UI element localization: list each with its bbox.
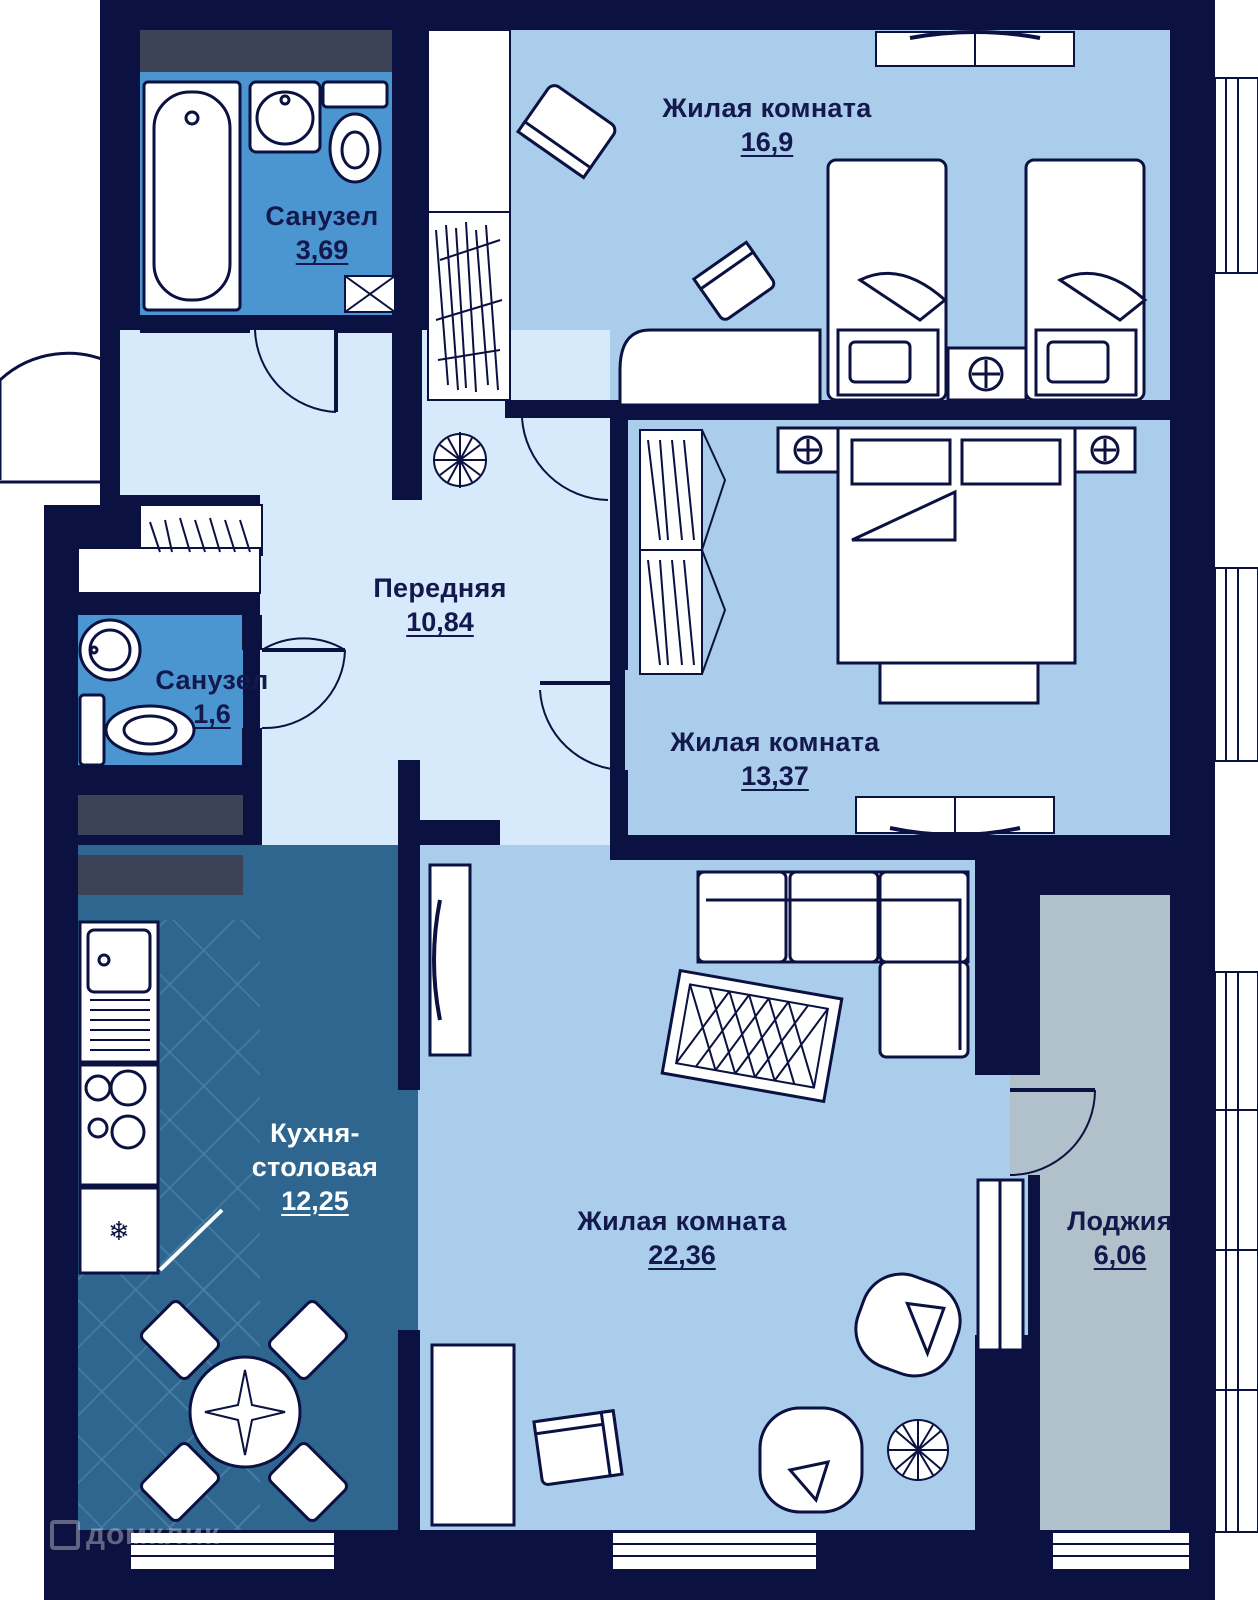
label-loggia: Лоджия 6,06 [1067, 1205, 1173, 1273]
shaft-cross [344, 275, 396, 313]
desk-chair [691, 240, 776, 321]
room-area-bath-small: 1,6 [193, 698, 231, 729]
kitchen-stove [78, 1063, 160, 1187]
armchair-round-1 [854, 1272, 962, 1378]
doors [0, 329, 1096, 1176]
rug [660, 968, 844, 1104]
window-top-wardrobe [875, 30, 1075, 67]
floor-loggia [1040, 895, 1170, 1530]
nightstand-right [1073, 426, 1137, 474]
room-area-kitchen: 12,25 [281, 1185, 349, 1216]
room-name-hall: Передняя [373, 573, 507, 603]
double-bed [836, 426, 1077, 705]
watermark: домклик [50, 1518, 220, 1552]
kitchen-sink [78, 920, 160, 1064]
balcony-door-frame [976, 1178, 1025, 1352]
room-area-living-big: 22,36 [648, 1239, 716, 1270]
room-name-living-big: Жилая комната [577, 1206, 787, 1236]
tv-cabinet [428, 863, 472, 1057]
washbasin [248, 80, 322, 154]
wardrobe-living [430, 1343, 516, 1527]
room-area-loggia: 6,06 [1093, 1239, 1147, 1270]
room-name-bath-small: Санузел [155, 665, 269, 695]
toilet-small [78, 693, 196, 767]
window-mid-wardrobe [855, 796, 1055, 837]
room-area-living-top: 16,9 [740, 126, 794, 157]
room-area-bath-big: 3,69 [295, 234, 349, 265]
room-name-bath-big: Санузел [265, 201, 379, 231]
plant-hall [433, 432, 487, 488]
kitchen-niche-1 [78, 795, 243, 835]
toilet [321, 80, 389, 184]
dining-table [188, 1355, 302, 1469]
bath-ventilation-niche [140, 30, 392, 72]
watermark-text: домклик [86, 1518, 221, 1551]
label-living-top: Жилая комната 16,9 [662, 92, 871, 160]
room-name-living-top: Жилая комната [662, 93, 872, 123]
desk [618, 328, 822, 407]
armchair-round-2 [758, 1406, 864, 1514]
label-living-big: Жилая комната 22,36 [577, 1205, 786, 1273]
svg-text:❄: ❄ [108, 1217, 130, 1247]
room-name-kitchen-2: столовая [251, 1151, 379, 1182]
room-name-loggia: Лоджия [1067, 1206, 1173, 1236]
washbasin-small [78, 618, 142, 682]
room-area-hall: 10,84 [406, 606, 474, 637]
armchair-bottom-left [532, 1409, 624, 1486]
plant-living [887, 1419, 949, 1481]
room-name-kitchen-1: Кухня- [270, 1118, 360, 1148]
label-living-mid: Жилая комната 13,37 [670, 726, 879, 794]
wardrobe-hall-left [77, 504, 263, 594]
wardrobe-hall-top [427, 29, 511, 401]
windows [129, 77, 1258, 1571]
corner-sofa [696, 870, 970, 1059]
label-hall: Передняя 10,84 [373, 572, 506, 640]
armchair-top-left [515, 84, 617, 180]
kitchen-niche-2 [78, 855, 243, 895]
interior-walls [78, 30, 1170, 1530]
dining-chairs [139, 1299, 349, 1523]
bathtub [142, 80, 242, 312]
nightstand-lamp [946, 346, 1028, 402]
bed-single-right [1024, 158, 1148, 402]
nightstand-left [776, 426, 840, 474]
fridge: ❄ [78, 1186, 224, 1275]
domclick-logo-icon [50, 1520, 80, 1550]
label-bath-big: Санузел 3,69 [265, 200, 378, 268]
room-area-living-mid: 13,37 [741, 760, 809, 791]
bed-single-left [826, 158, 948, 402]
floor-hall-2 [260, 495, 610, 845]
label-bath-small: Санузел 1,6 [155, 664, 268, 732]
label-kitchen: Кухня- столовая 12,25 [252, 1117, 378, 1218]
wardrobe-bedroom [639, 429, 727, 675]
room-name-living-mid: Жилая комната [670, 727, 880, 757]
